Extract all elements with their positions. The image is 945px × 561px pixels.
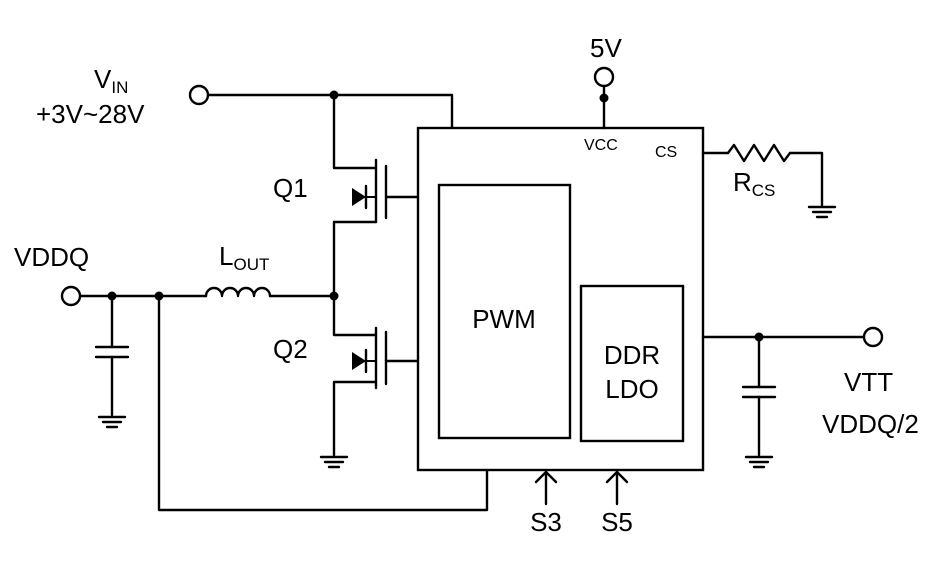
- ddr-ldo-block: [579, 284, 685, 443]
- rcs-resistor: [701, 143, 837, 219]
- q1-label: Q1: [273, 173, 308, 203]
- vin-terminal: [188, 84, 210, 106]
- q2-ground: [319, 455, 349, 469]
- q2-mosfet: [332, 326, 420, 457]
- lout-inductor: [78, 286, 336, 298]
- vcc-pin-label: VCC: [584, 137, 618, 154]
- pwm-label: PWM: [472, 304, 536, 334]
- vin-rail: [188, 84, 454, 170]
- five-v-terminal: [593, 66, 615, 88]
- vddq-feedback-wire: [157, 294, 489, 512]
- vtt-value-label: VDDQ/2: [822, 409, 919, 439]
- vddq-label: VDDQ: [14, 242, 89, 272]
- q2-label: Q2: [273, 334, 308, 364]
- s3-arrow: [534, 470, 558, 506]
- vtt-terminal: [862, 326, 884, 348]
- vtt-output: [701, 326, 884, 469]
- switch-node: [329, 220, 378, 337]
- vcc-supply: [593, 66, 615, 130]
- vin-range-label: +3V~28V: [36, 99, 145, 129]
- s3-label: S3: [530, 507, 562, 537]
- five-v-label: 5V: [590, 33, 622, 63]
- vcc-junction: [599, 93, 609, 103]
- vtt-label: VTT: [844, 367, 893, 397]
- ldo-label: LDO: [605, 374, 658, 404]
- ddr-label: DDR: [604, 340, 660, 370]
- vddq-capacitor: [94, 294, 130, 429]
- pwm-block: [437, 183, 572, 440]
- s5-arrow: [605, 470, 629, 506]
- cs-pin-label: CS: [655, 144, 677, 161]
- s5-label: S5: [601, 507, 633, 537]
- lout-label: LOUT: [219, 241, 269, 274]
- q1-mosfet: [332, 158, 420, 224]
- vin-label: VIN: [94, 64, 128, 97]
- vddq-terminal: [60, 285, 82, 307]
- rcs-label: RCS: [733, 167, 775, 200]
